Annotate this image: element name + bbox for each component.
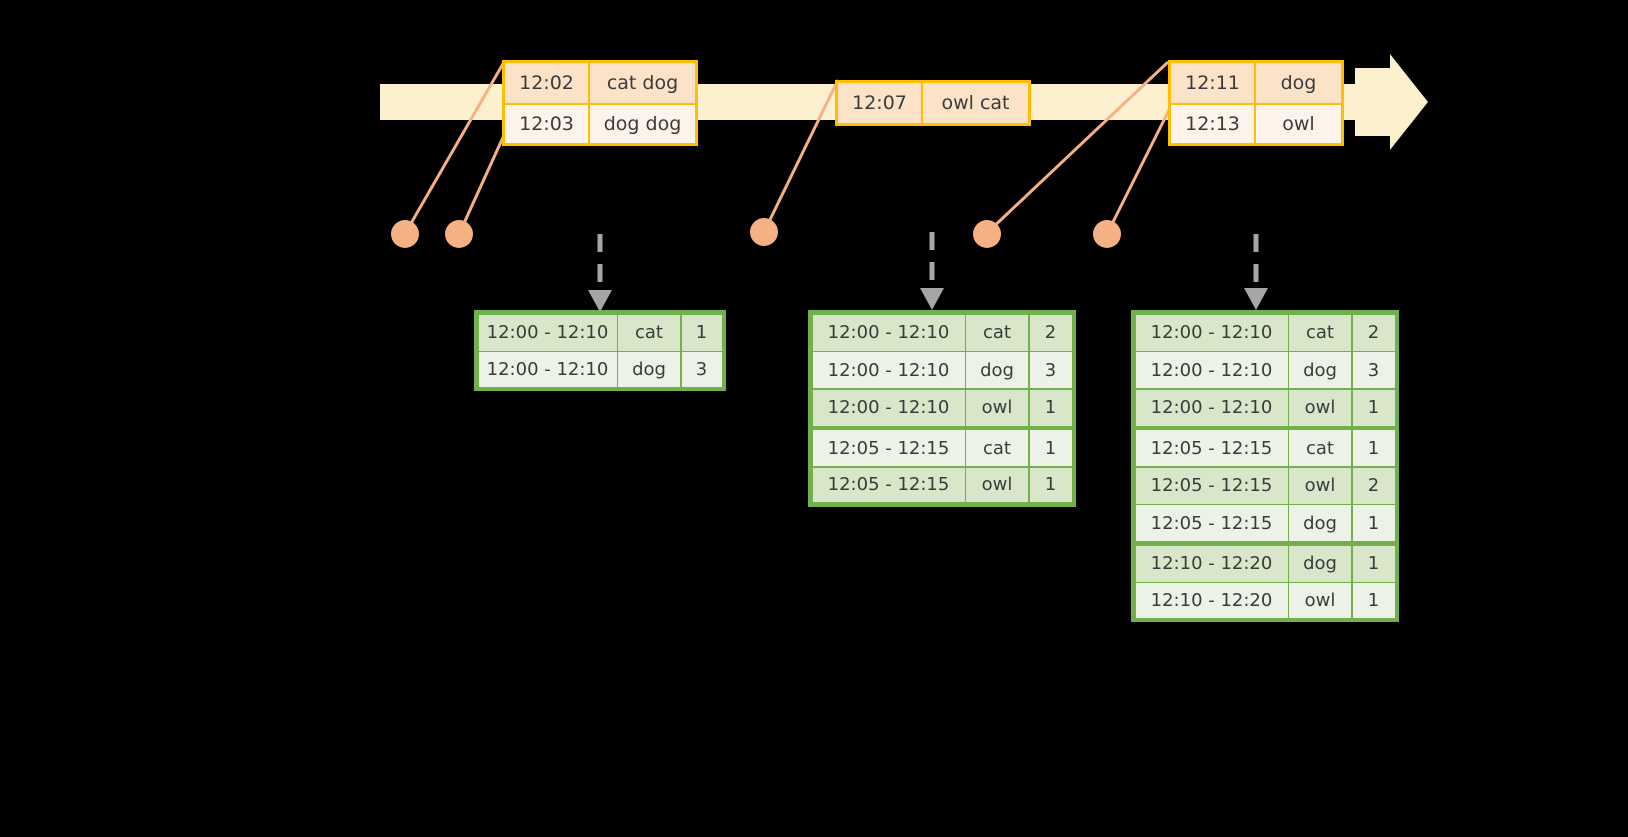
cell-window: 12:00 - 12:10 [478, 314, 617, 351]
cell-count: 2 [1352, 467, 1395, 504]
cell-word: dog [1289, 505, 1351, 541]
window-group-divider [811, 425, 1073, 429]
cell-count: 1 [1352, 389, 1395, 426]
cell-word: dog [1289, 545, 1351, 582]
event-row[interactable]: 12:02 cat dog [505, 63, 695, 103]
cell-word: dog [966, 352, 1028, 388]
event-time: 12:13 [1171, 105, 1256, 143]
event-words: owl [1282, 113, 1315, 135]
cell-window: 12:00 - 12:10 [1135, 389, 1288, 426]
cell-window: 12:05 - 12:15 [812, 467, 965, 502]
window-group-divider [1134, 425, 1396, 429]
cell-word: dog [1289, 352, 1351, 388]
cell-window: 12:05 - 12:15 [1135, 505, 1288, 541]
event-time: 12:02 [505, 63, 590, 103]
cell-window: 12:00 - 12:10 [478, 352, 617, 387]
cell-word: dog [618, 352, 680, 387]
event-time: 12:11 [1171, 63, 1256, 103]
cell-word: owl [1289, 467, 1351, 504]
event-row[interactable]: 12:03 dog dog [505, 103, 695, 143]
event-row[interactable]: 12:07 owl cat [838, 83, 1028, 123]
cell-window: 12:00 - 12:10 [1135, 314, 1288, 351]
cell-window: 12:00 - 12:10 [812, 389, 965, 426]
cell-count: 1 [1029, 430, 1072, 466]
event-group-3[interactable]: 12:11 dog 12:13 owl [1168, 60, 1344, 146]
cell-window: 12:00 - 12:10 [812, 314, 965, 351]
event-time: 12:03 [505, 105, 590, 143]
cell-window: 12:05 - 12:15 [812, 430, 965, 466]
dashed-arrow-to-table-1 [588, 234, 612, 312]
event-words: owl cat [941, 92, 1010, 114]
cell-word: owl [1289, 389, 1351, 426]
event-row[interactable]: 12:13 owl [1171, 103, 1341, 143]
cell-count: 1 [681, 314, 722, 351]
cell-word: owl [1289, 583, 1351, 618]
event-words: dog [1280, 72, 1317, 94]
dashed-arrow-to-table-2 [920, 232, 944, 310]
cell-count: 3 [1029, 352, 1072, 388]
cell-word: cat [1289, 314, 1351, 351]
cell-word: cat [966, 430, 1028, 466]
cell-window: 12:05 - 12:15 [1135, 467, 1288, 504]
cell-window: 12:10 - 12:20 [1135, 545, 1288, 582]
event-words: cat dog [606, 72, 679, 94]
cell-count: 1 [1352, 545, 1395, 582]
event-dot [973, 220, 1001, 248]
event-group-2[interactable]: 12:07 owl cat [835, 80, 1031, 126]
cell-count: 1 [1029, 389, 1072, 426]
event-dot [750, 218, 778, 246]
cell-count: 1 [1352, 505, 1395, 541]
cell-word: cat [966, 314, 1028, 351]
event-dot [445, 220, 473, 248]
cell-window: 12:05 - 12:15 [1135, 430, 1288, 466]
dashed-arrow-to-table-3 [1244, 234, 1268, 310]
cell-window: 12:10 - 12:20 [1135, 583, 1288, 618]
event-row[interactable]: 12:11 dog [1171, 63, 1341, 103]
cell-count: 1 [1352, 430, 1395, 466]
cell-count: 3 [681, 352, 722, 387]
cell-count: 2 [1029, 314, 1072, 351]
event-words: dog dog [603, 113, 682, 135]
cell-count: 3 [1352, 352, 1395, 388]
cell-word: cat [1289, 430, 1351, 466]
event-dot [391, 220, 419, 248]
cell-word: owl [966, 467, 1028, 502]
event-dots [391, 218, 1121, 248]
cell-count: 1 [1352, 583, 1395, 618]
cell-word: cat [618, 314, 680, 351]
cell-count: 1 [1029, 467, 1072, 502]
window-group-divider [1134, 541, 1396, 544]
cell-window: 12:00 - 12:10 [1135, 352, 1288, 388]
cell-window: 12:00 - 12:10 [812, 352, 965, 388]
event-time: 12:07 [838, 83, 923, 123]
cell-count: 2 [1352, 314, 1395, 351]
event-group-1[interactable]: 12:02 cat dog 12:03 dog dog [502, 60, 698, 146]
event-dot [1093, 220, 1121, 248]
cell-word: owl [966, 389, 1028, 426]
dashed-arrows [588, 232, 1268, 312]
